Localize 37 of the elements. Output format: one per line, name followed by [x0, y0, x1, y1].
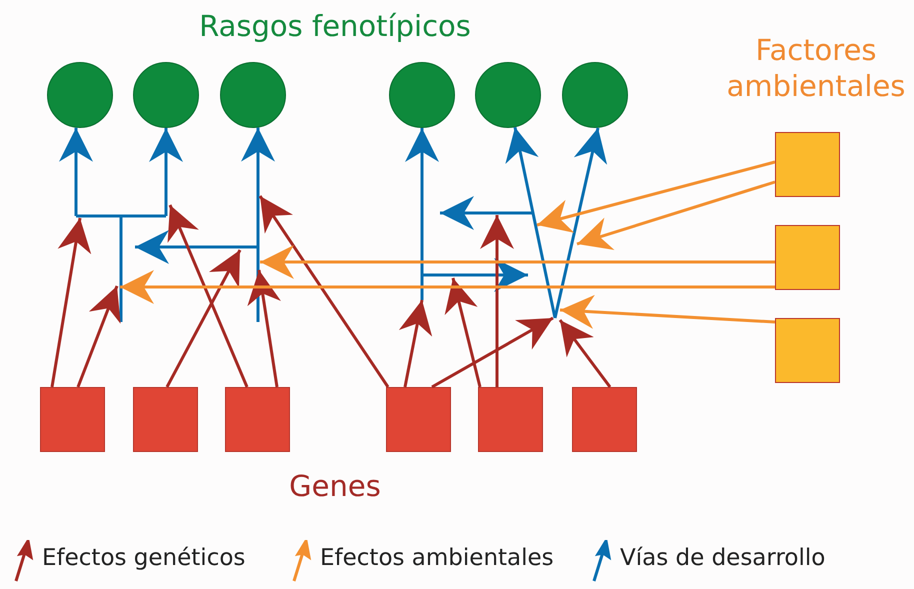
gene-square [478, 387, 543, 452]
arrow [505, 126, 556, 318]
environment-square [775, 225, 840, 290]
arrow [149, 128, 183, 216]
gene-square [386, 387, 451, 452]
arrow [241, 128, 275, 322]
gene-square [572, 387, 637, 452]
legend-text: Efectos genéticos [42, 545, 246, 571]
arrow [398, 300, 432, 388]
group-heading: Rasgos fenotípicos [198, 8, 472, 44]
arrow [247, 270, 281, 388]
arrow [558, 319, 612, 388]
arrow [76, 285, 121, 388]
legend-text: Efectos ambientales [320, 545, 554, 571]
gene-square [40, 387, 105, 452]
arrow [444, 278, 482, 388]
legend-text: Vías de desarrollo [620, 545, 826, 571]
arrow [260, 245, 775, 279]
arrow [405, 128, 439, 300]
arrow [258, 195, 390, 388]
group-heading: Factores ambientales [726, 32, 906, 104]
arrow [576, 180, 776, 250]
arrow [166, 249, 242, 388]
gene-square [225, 387, 290, 452]
arrow [120, 270, 775, 304]
arrow [536, 160, 776, 233]
arrow [480, 215, 514, 387]
environment-square [775, 318, 840, 383]
environment-square [775, 132, 840, 197]
arrow [431, 316, 554, 388]
arrow [560, 294, 776, 329]
arrow [59, 128, 93, 216]
arrow [50, 218, 92, 388]
gene-square [133, 387, 198, 452]
arrow [168, 204, 248, 388]
group-heading: Genes [288, 468, 382, 504]
arrow [554, 128, 608, 318]
